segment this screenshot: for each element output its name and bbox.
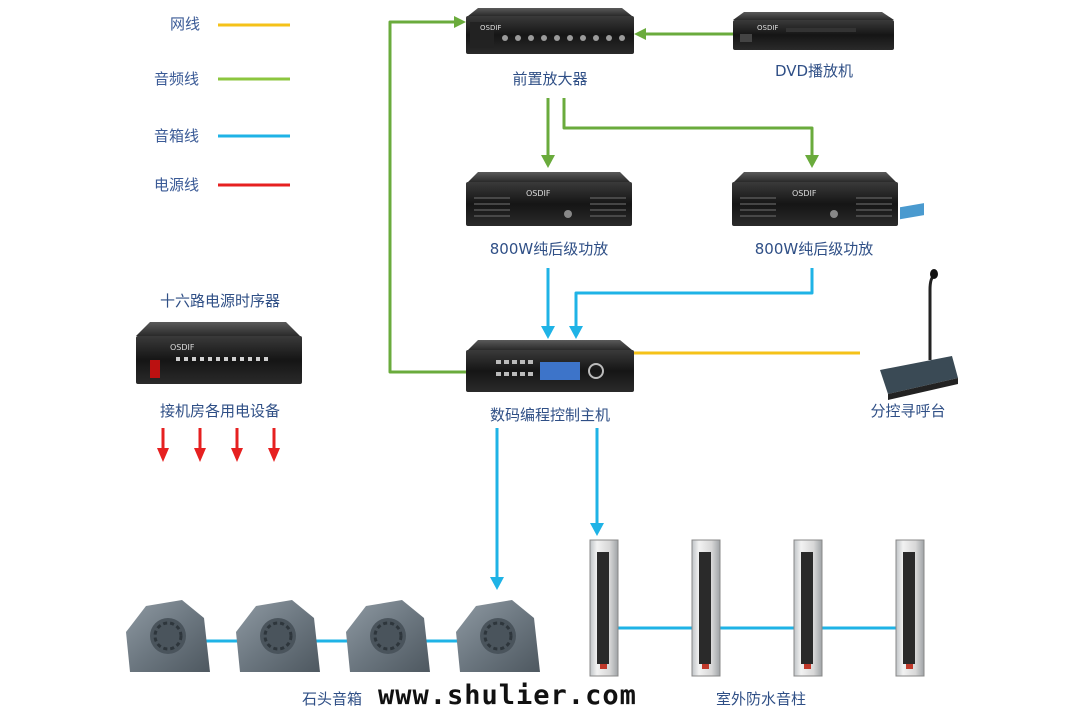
arrow-preamp-to-amp-left bbox=[541, 155, 555, 168]
stone-speaker-4 bbox=[456, 600, 540, 672]
column-speaker-2 bbox=[691, 539, 721, 677]
arrow-amp-left-to-controller bbox=[541, 326, 555, 339]
arrow-controller-to-stone bbox=[490, 577, 504, 590]
wire-preamp-to-amp-right bbox=[562, 98, 814, 158]
wire-amp-right-to-controller bbox=[574, 268, 814, 328]
arrow-controller-to-columns bbox=[590, 523, 604, 536]
arrow-preamp-to-amp-right bbox=[805, 155, 819, 168]
preamp-device: OSDIF bbox=[466, 8, 634, 54]
column-speakers bbox=[589, 539, 925, 677]
arrow-controller-to-preamp bbox=[454, 16, 466, 28]
paging-device bbox=[880, 203, 958, 400]
sequencer-note: 接机房各用电设备 bbox=[159, 402, 281, 420]
dvd-label: DVD播放机 bbox=[774, 62, 854, 80]
legend-label-power: 电源线 bbox=[154, 176, 200, 194]
paging-label: 分控寻呼台 bbox=[870, 402, 946, 420]
dvd-brand: OSDIF bbox=[757, 24, 778, 32]
sequencer-title: 十六路电源时序器 bbox=[159, 292, 281, 310]
preamp-brand: OSDIF bbox=[480, 24, 501, 32]
controller-device bbox=[466, 340, 634, 392]
legend-label-speaker: 音箱线 bbox=[154, 127, 200, 145]
dvd-device: OSDIF bbox=[733, 12, 894, 50]
legend-lines bbox=[218, 23, 290, 187]
amp-left-brand: OSDIF bbox=[526, 189, 551, 198]
legend-label-audio: 音频线 bbox=[154, 70, 200, 88]
controller-label: 数码编程控制主机 bbox=[489, 406, 611, 424]
stone-speaker-3 bbox=[346, 600, 430, 672]
stone-speaker-2 bbox=[236, 600, 320, 672]
wire-controller-to-preamp bbox=[388, 20, 466, 374]
preamp-label: 前置放大器 bbox=[512, 70, 588, 88]
stone-speakers-label: 石头音箱 bbox=[302, 690, 363, 708]
amp-right-device: OSDIF bbox=[732, 172, 898, 226]
stone-speakers bbox=[126, 600, 540, 672]
amp-left-device: OSDIF bbox=[466, 172, 632, 226]
watermark-text: www.shulier.com bbox=[378, 680, 637, 711]
column-speakers-label: 室外防水音柱 bbox=[716, 690, 807, 708]
sequencer-device: OSDIF bbox=[136, 322, 302, 384]
amp-right-brand: OSDIF bbox=[792, 189, 817, 198]
arrow-dvd-to-preamp bbox=[634, 28, 646, 40]
sequencer-brand: OSDIF bbox=[170, 343, 195, 352]
legend-label-network: 网线 bbox=[170, 15, 201, 33]
power-arrows bbox=[157, 428, 280, 462]
column-speaker-3 bbox=[793, 539, 823, 677]
amp-right-label: 800W纯后级功放 bbox=[754, 240, 874, 258]
column-speaker-4 bbox=[895, 539, 925, 677]
audio-wires bbox=[388, 16, 819, 374]
stone-speaker-1 bbox=[126, 600, 210, 672]
column-speaker-1 bbox=[589, 539, 619, 677]
arrow-amp-right-to-controller bbox=[569, 326, 583, 339]
speaker-wires bbox=[205, 268, 896, 643]
amp-left-label: 800W纯后级功放 bbox=[489, 240, 609, 258]
